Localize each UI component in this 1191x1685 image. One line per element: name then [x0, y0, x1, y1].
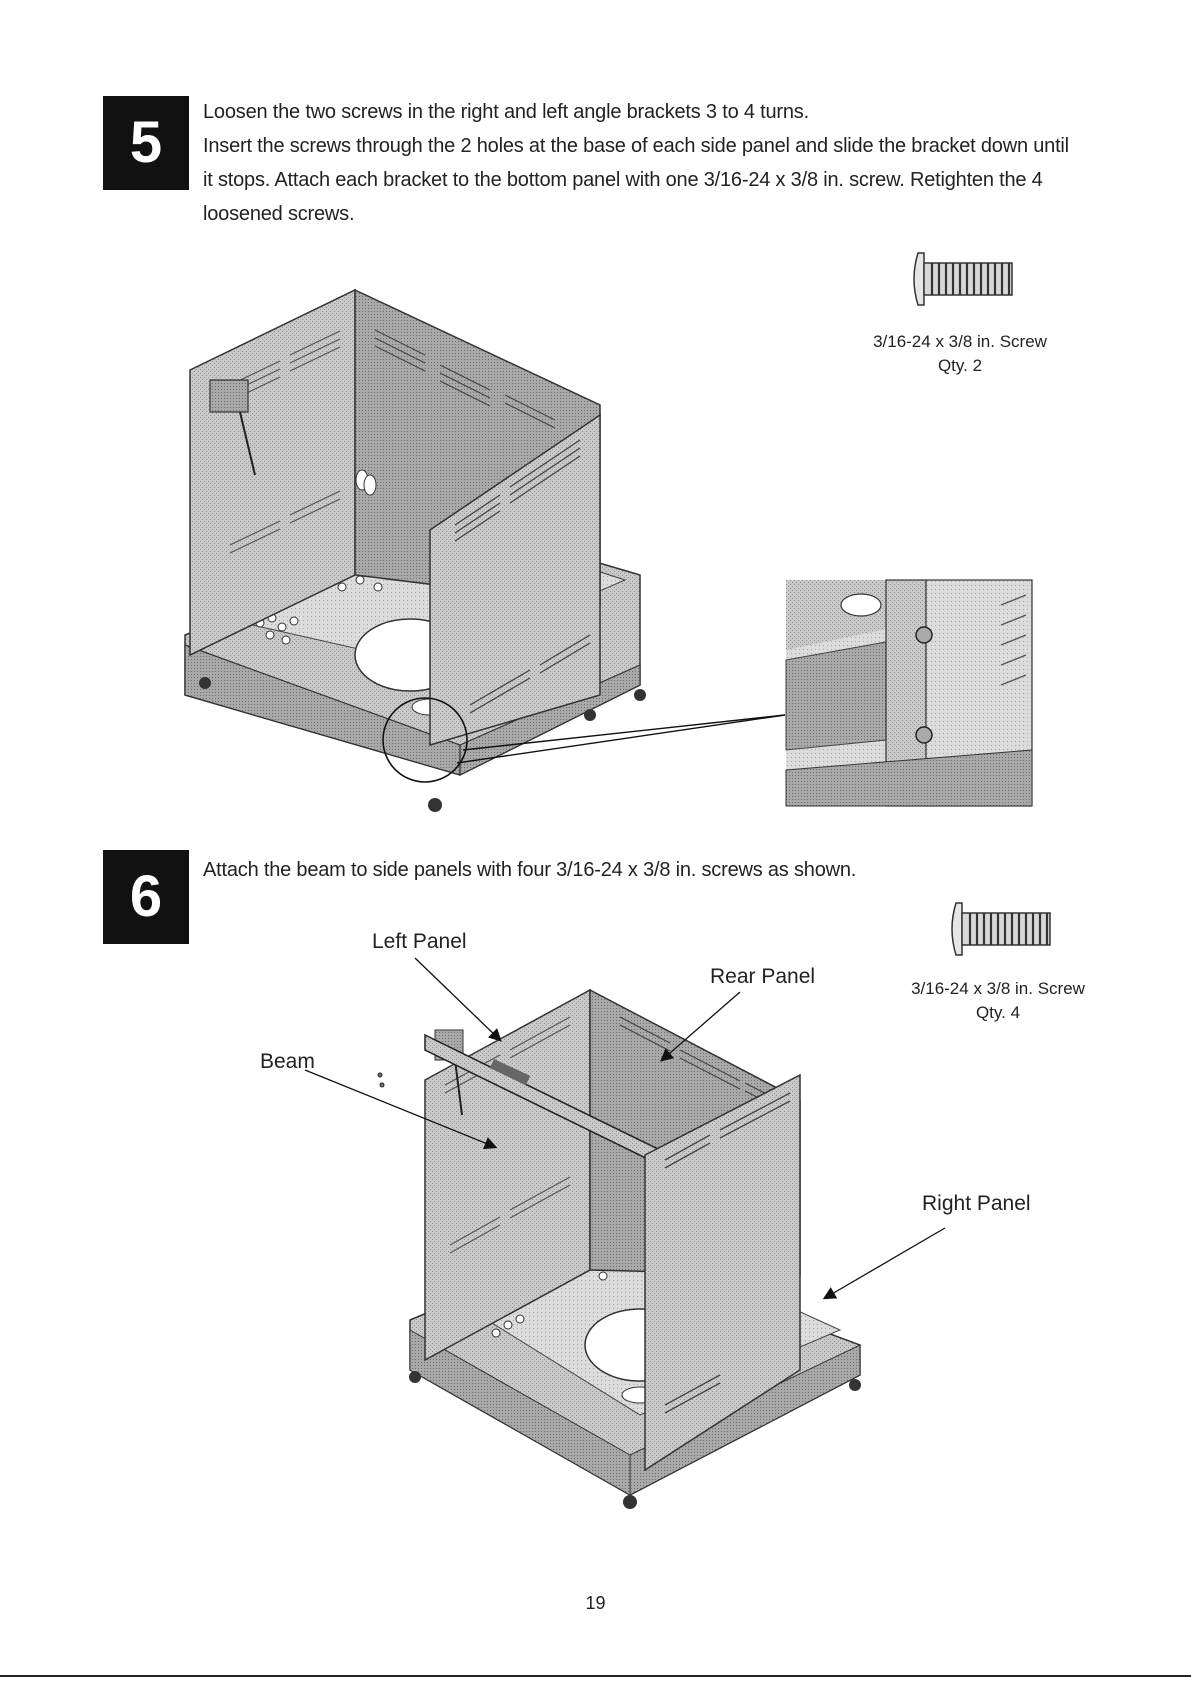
step-6-instructions: Attach the beam to side panels with four… [203, 853, 1103, 887]
hardware-qty: Qty. 4 [975, 1003, 1021, 1022]
screw-icon [951, 902, 1051, 956]
step-6-badge: 6 [103, 850, 189, 944]
step-5-line-4: loosened screws. [203, 203, 355, 225]
callout-beam: Beam [260, 1050, 315, 1073]
step-5-badge: 5 [103, 96, 189, 190]
callout-left-panel: Left Panel [372, 930, 467, 953]
page-number: 19 [585, 1593, 606, 1613]
hardware-qty: Qty. 2 [937, 356, 983, 375]
bracket-detail-zoom [785, 579, 1033, 807]
hardware-name: 3/16-24 x 3/8 in. Screw [911, 979, 1085, 998]
step-5-hardware-caption: 3/16-24 x 3/8 in. Screw Qty. 2 [840, 330, 1080, 378]
step-6-hardware-caption: 3/16-24 x 3/8 in. Screw Qty. 4 [878, 977, 1118, 1025]
hardware-name: 3/16-24 x 3/8 in. Screw [873, 332, 1047, 351]
cart-assembly-illustration [377, 988, 861, 1509]
step-5-line-1: Loosen the two screws in the right and l… [203, 101, 809, 123]
step-5-instructions: Loosen the two screws in the right and l… [203, 95, 1103, 231]
callout-rear-panel: Rear Panel [710, 965, 816, 988]
step-5-line-2: Insert the screws through the 2 holes at… [203, 135, 1069, 157]
step-6-line-1: Attach the beam to side panels with four… [203, 859, 857, 881]
callout-right-panel: Right Panel [922, 1192, 1031, 1215]
cart-frame-illustration [184, 288, 786, 812]
page-bottom-rule [0, 1675, 1191, 1677]
step-5-line-3: it stops. Attach each bracket to the bot… [203, 169, 1043, 191]
screw-icon [913, 252, 1013, 306]
